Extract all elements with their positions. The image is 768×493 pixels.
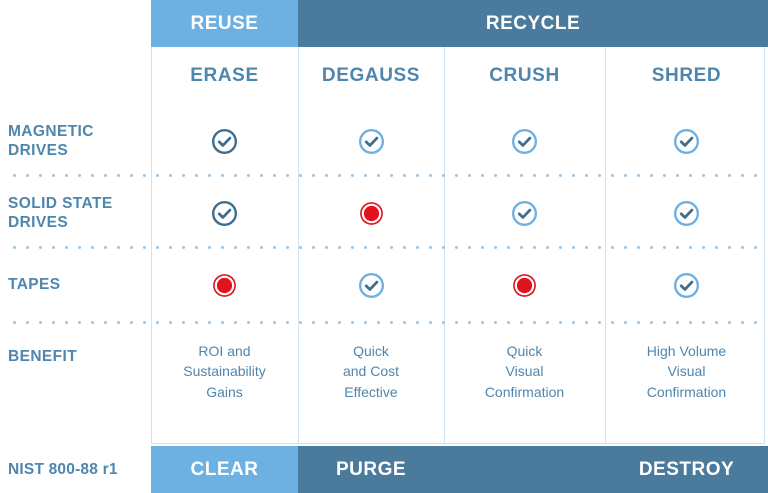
benefit-crush: Quick Visual Confirmation [484,343,565,400]
cell-ssd-crush [444,177,605,249]
row-separator [8,174,765,177]
band-reuse: REUSE [151,0,298,47]
cell-ssd-erase [151,177,298,249]
cell-tapes-crush [444,249,605,321]
column-divider [444,47,445,443]
column-divider [298,47,299,443]
table-body [151,47,765,444]
column-divider [605,47,606,443]
nist-destroy: DESTROY [638,458,735,480]
row-label-magnetic-drives: MAGNETIC DRIVES [8,122,94,159]
nist-purge: PURGE [335,458,407,480]
cell-ssd-shred [605,177,768,249]
benefit-row: BENEFIT ROI and Sustainability Gains Qui… [0,325,768,444]
check-circle-icon [511,200,538,226]
cell-tapes-erase [151,249,298,321]
check-circle-icon [211,200,238,226]
column-header-degauss: DEGAUSS [321,65,421,86]
band-recycle: RECYCLE [298,0,768,47]
table-row: SOLID STATE DRIVES [0,177,768,249]
benefit-shred: High Volume Visual Confirmation [646,343,727,400]
cell-magnetic-crush [444,105,605,177]
column-header-row: ERASE DEGAUSS CRUSH SHRED [0,47,768,105]
table-row: MAGNETIC DRIVES [0,105,768,177]
cell-tapes-degauss [298,249,444,321]
check-circle-icon [673,272,700,298]
nist-clear: CLEAR [151,446,298,493]
nist-standard-label: NIST 800-88 r1 [8,460,118,478]
band-spacer [0,0,151,47]
nist-footer-band: NIST 800-88 r1 CLEAR PURGE DESTROY [0,446,768,493]
benefit-degauss: Quick and Cost Effective [342,343,400,400]
row-label-tapes: TAPES [8,276,61,294]
cell-ssd-degauss [298,177,444,249]
column-header-shred: SHRED [651,65,722,86]
cell-magnetic-shred [605,105,768,177]
check-circle-icon [511,128,538,154]
cross-circle-icon [513,273,536,297]
column-header-crush: CRUSH [489,65,560,86]
row-separator [8,321,765,324]
check-circle-icon [673,128,700,154]
check-circle-icon [211,128,238,154]
top-category-band: REUSE RECYCLE [0,0,768,47]
column-header-erase: ERASE [190,65,259,86]
nist-purge-destroy-group: PURGE DESTROY [298,446,768,493]
column-header-spacer [0,47,151,105]
check-circle-icon [358,128,384,154]
row-label-solid-state-drives: SOLID STATE DRIVES [8,194,113,231]
row-separator [8,246,765,249]
cell-magnetic-erase [151,105,298,177]
check-circle-icon [358,272,384,298]
cross-circle-icon [213,273,236,297]
check-circle-icon [673,200,700,226]
row-label-benefit: BENEFIT [8,348,78,365]
cross-circle-icon [359,201,383,225]
table-row: TAPES [0,249,768,321]
benefit-erase: ROI and Sustainability Gains [183,343,266,400]
cell-magnetic-degauss [298,105,444,177]
cell-tapes-shred [605,249,768,321]
